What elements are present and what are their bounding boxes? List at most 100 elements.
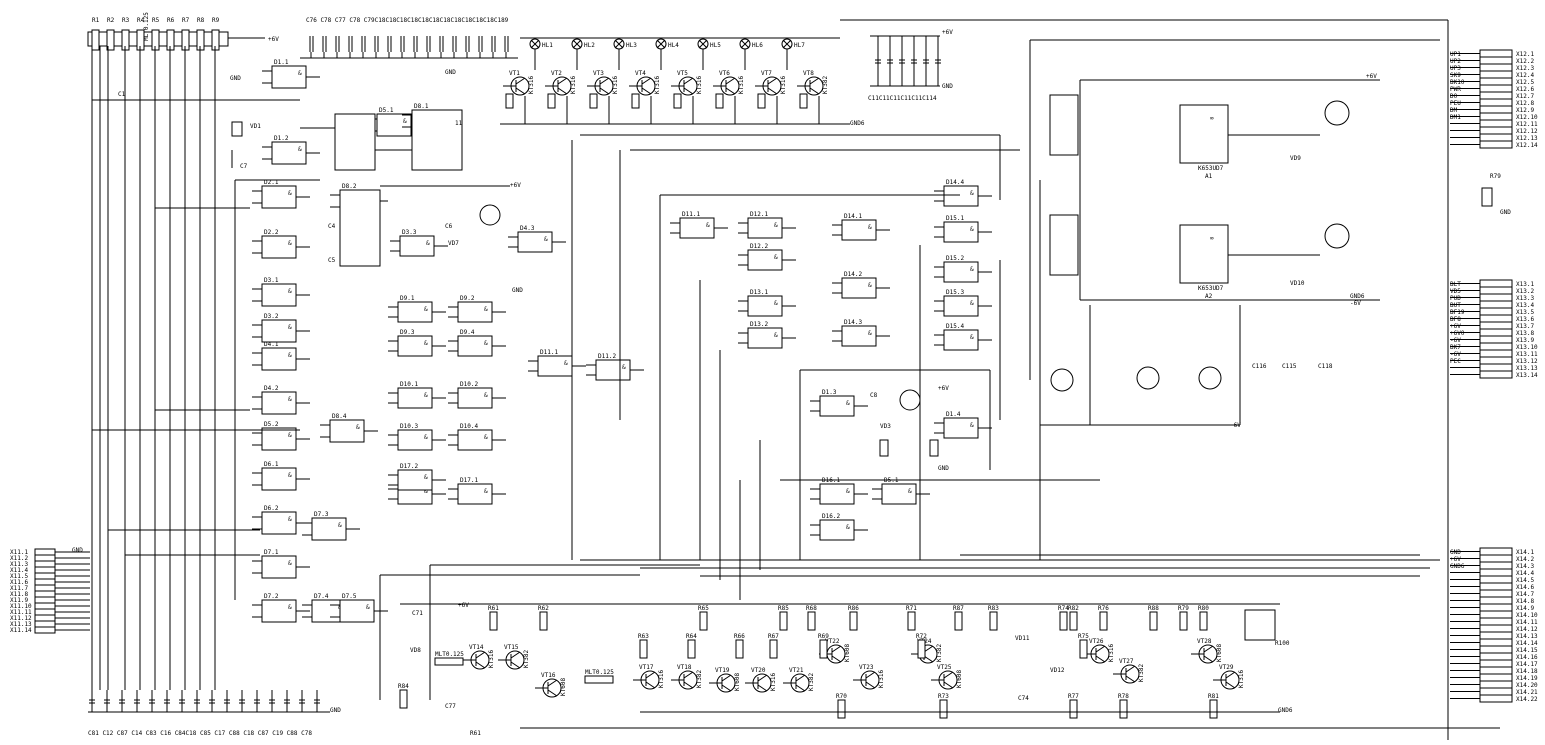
top-res-5-label: R6 [167, 17, 175, 24]
bottom-transistor-1-type: KT382 [523, 650, 530, 668]
x12-pin-14-label: X12.14 [1516, 142, 1538, 149]
gate-left-2-label: D5.1 [379, 107, 394, 114]
x14-pin-22-label: X14.22 [1516, 696, 1538, 703]
bottom-resistor-8 [819, 639, 828, 659]
label-gnd-x11: GND [72, 547, 83, 554]
svg-text:∞: ∞ [1210, 115, 1214, 122]
bottom-resistor-0-label: R61 [488, 605, 499, 612]
top-transistor-8-base-res [799, 93, 808, 109]
bottom-transistor-6-type: KT316 [770, 673, 777, 691]
lamp-2: HL2 [571, 38, 595, 70]
svg-text:&: & [424, 306, 428, 313]
x14-pin-11-label: X14.11 [1516, 619, 1538, 626]
svg-text:&: & [288, 240, 292, 247]
x11-pin-11 [34, 608, 56, 616]
bottom-resistor-4 [699, 611, 708, 631]
x13-pin-3-label: X13.3 [1516, 295, 1534, 302]
x12-pin-10-label: X12.10 [1516, 114, 1538, 121]
monostable-stage: +6V GND VD3 C8 [870, 385, 949, 472]
top-transistor-8-label: VT8 [803, 70, 814, 77]
mid-interconnects [379, 19, 1449, 740]
bottom-resistor-2-label: R63 [638, 633, 649, 640]
x13-pin-4 [1479, 300, 1513, 309]
x12-pin-8-label: X12.8 [1516, 100, 1534, 107]
svg-text:&: & [970, 266, 974, 273]
x11-pin-8 [34, 590, 56, 598]
svg-text:&: & [774, 332, 778, 339]
bottom-resistor-27 [1149, 611, 1158, 631]
gate-left-6-label: D2.2 [264, 229, 279, 236]
bottom-transistor-6-label: VT20 [751, 667, 766, 674]
x13-pin-8 [1479, 328, 1513, 337]
bottom-resistor-13-label: R74 [1058, 605, 1069, 612]
x13-signal-6: BF8 [1450, 316, 1461, 323]
gate-mid-7-label: D10.2 [460, 381, 478, 388]
label-c7: C7 [240, 163, 248, 170]
x11-pin-4 [34, 566, 56, 574]
label-vd3: VD3 [880, 423, 891, 430]
x14-pin-8-label: X14.8 [1516, 598, 1534, 605]
x11-pin-2 [34, 554, 56, 562]
bottom-resistor-17 [1119, 699, 1128, 719]
gate-left-13-label: D6.2 [264, 505, 279, 512]
top-transistor-1-base-res [505, 93, 514, 109]
top-transistor-6-label: VT6 [719, 70, 730, 77]
bottom-resistor-12 [939, 699, 948, 719]
svg-text:&: & [484, 488, 488, 495]
bottom-resistor-2 [639, 639, 648, 659]
x13-pin-6-label: X13.6 [1516, 316, 1534, 323]
x13-pin-1 [1479, 279, 1513, 288]
gate-left-9-label: D4.1 [264, 341, 279, 348]
lamp-1-label: HL1 [542, 42, 553, 49]
gate-mid-7: &D10.2 [448, 381, 506, 409]
x11-pin-12-label: X11.12 [10, 615, 32, 622]
gate-mid-6-label: D10.1 [400, 381, 418, 388]
x13-pin-6 [1479, 314, 1513, 323]
x13-pin-9-label: X13.9 [1516, 337, 1534, 344]
gate-mid-14-label: D17.2 [400, 463, 418, 470]
x14-pin-21-label: X14.21 [1516, 689, 1538, 696]
x12-signal-10: DM1 [1450, 114, 1461, 121]
top-transistor-1-label: VT1 [509, 70, 520, 77]
opamp-a1-label: A1 [1205, 173, 1213, 180]
x13-pin-14-label: X13.14 [1516, 372, 1538, 379]
svg-text:&: & [622, 364, 626, 371]
x11-pin-9 [34, 596, 56, 604]
gate-left-8-label: D3.2 [264, 313, 279, 320]
r66-type-label: MLT0.125 [435, 651, 464, 658]
x14-pin-15-label: X14.15 [1516, 647, 1538, 654]
svg-text:∞: ∞ [1210, 235, 1214, 242]
bottom-resistor-20-label: R81 [1208, 693, 1219, 700]
x11-pin-1-label: X11.1 [10, 549, 28, 556]
x13-pin-8-label: X13.8 [1516, 330, 1534, 337]
svg-text:&: & [424, 340, 428, 347]
x12-signal-4: SK9 [1450, 72, 1461, 79]
bottom-resistor-18-label: R79 [1178, 605, 1189, 612]
gate-left-10: &D4.2 [252, 385, 310, 415]
gate-right-16-label: D1.4 [946, 411, 961, 418]
bottom-transistor-3-label: VT17 [639, 664, 654, 671]
gate-right-1: &D12.1 [738, 211, 796, 239]
gate-mid-11-label: D11.2 [598, 353, 616, 360]
svg-text:&: & [868, 224, 872, 231]
gate-left-19: &D7.5 [330, 593, 388, 623]
gate-right-5: &D14.1 [832, 213, 890, 241]
top-transistor-2-base-res [547, 93, 556, 109]
top-transistor-7-base-res [757, 93, 766, 109]
svg-text:&: & [484, 340, 488, 347]
x12-pin-1 [1479, 49, 1513, 58]
bottom-resistor-11 [917, 639, 926, 659]
x13-pin-7 [1479, 321, 1513, 330]
svg-text:&: & [484, 306, 488, 313]
gate-left-6: & D2.2 [252, 229, 310, 259]
label-gnd6-top: GND6 [850, 120, 865, 127]
x14-pin-9-label: X14.9 [1516, 605, 1534, 612]
label-r61: R61 [470, 730, 481, 737]
label-c118: C118 [1318, 363, 1333, 370]
gate-right-9-label: D15.1 [946, 215, 964, 222]
gate-left-14-label: D7.1 [264, 549, 279, 556]
label-gnd6-opamp: GND6 [1350, 293, 1365, 300]
